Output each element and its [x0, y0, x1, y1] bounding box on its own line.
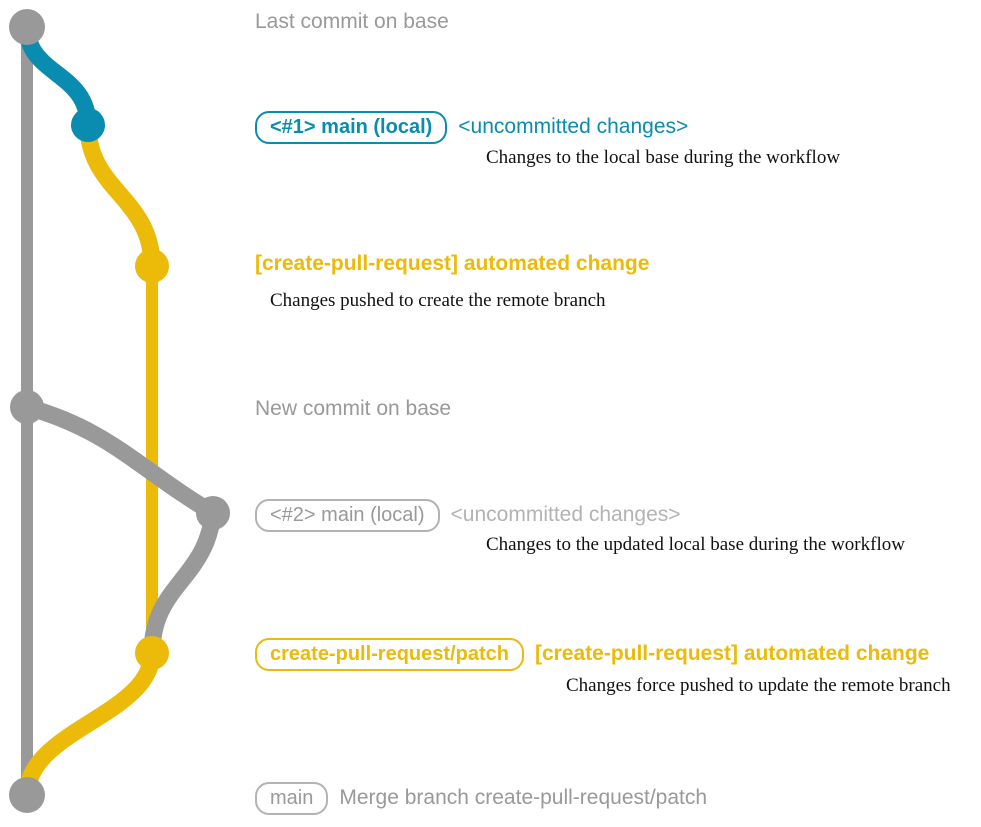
graph-edges: [18, 18, 222, 804]
commit-node-patch-1[interactable]: [135, 249, 169, 283]
commit-subject: New commit on base: [255, 397, 452, 420]
branch-ref-chip[interactable]: <#2> main (local): [255, 499, 440, 532]
commit-row-r2: [create-pull-request] automated change: [255, 252, 649, 276]
commit-note: Changes to the local base during the wor…: [486, 147, 841, 168]
graph-edge-local-2-to-patch-2: [143, 504, 222, 662]
graph-edge-base-new-to-local-2: [18, 398, 222, 522]
commit-node-local-1[interactable]: [71, 108, 105, 142]
commit-note: Changes to the updated local base during…: [486, 534, 905, 555]
commit-node-base-last[interactable]: [9, 9, 45, 45]
branch-ref-chip[interactable]: main: [255, 782, 329, 815]
commit-node-merge[interactable]: [9, 777, 45, 813]
commit-subject: <uncommitted changes>: [458, 115, 689, 138]
commit-node-patch-2[interactable]: [135, 636, 169, 670]
graph-commit-nodes: [9, 9, 230, 813]
commit-subject: [create-pull-request] automated change: [255, 252, 650, 275]
commit-row-r3: New commit on base: [255, 397, 451, 421]
commit-row-r4: <#2> main (local) <uncommitted changes>: [255, 499, 681, 532]
commit-subject: Merge branch create-pull-request/patch: [339, 786, 708, 809]
branch-ref-chip[interactable]: create-pull-request/patch: [255, 638, 524, 671]
commit-note: Changes force pushed to update the remot…: [566, 675, 951, 696]
commit-subject: Last commit on base: [255, 10, 449, 33]
commit-node-local-2[interactable]: [196, 496, 230, 530]
commit-row-r5: create-pull-request/patch [create-pull-re…: [255, 638, 929, 671]
commit-node-base-new[interactable]: [10, 390, 44, 424]
graph-edge-local-1-to-patch-1: [79, 116, 161, 275]
commit-row-r1: <#1> main (local) <uncommitted changes>: [255, 111, 688, 144]
branch-ref-chip[interactable]: <#1> main (local): [255, 111, 448, 144]
commit-row-r0: Last commit on base: [255, 10, 449, 34]
commit-subject: <uncommitted changes>: [450, 503, 681, 526]
commit-row-r6: main Merge branch create-pull-request/pat…: [255, 782, 707, 815]
commit-subject: [create-pull-request] automated change: [534, 642, 930, 665]
commit-note: Changes pushed to create the remote bran…: [270, 290, 606, 311]
graph-edge-patch-2-to-merge: [18, 644, 161, 804]
